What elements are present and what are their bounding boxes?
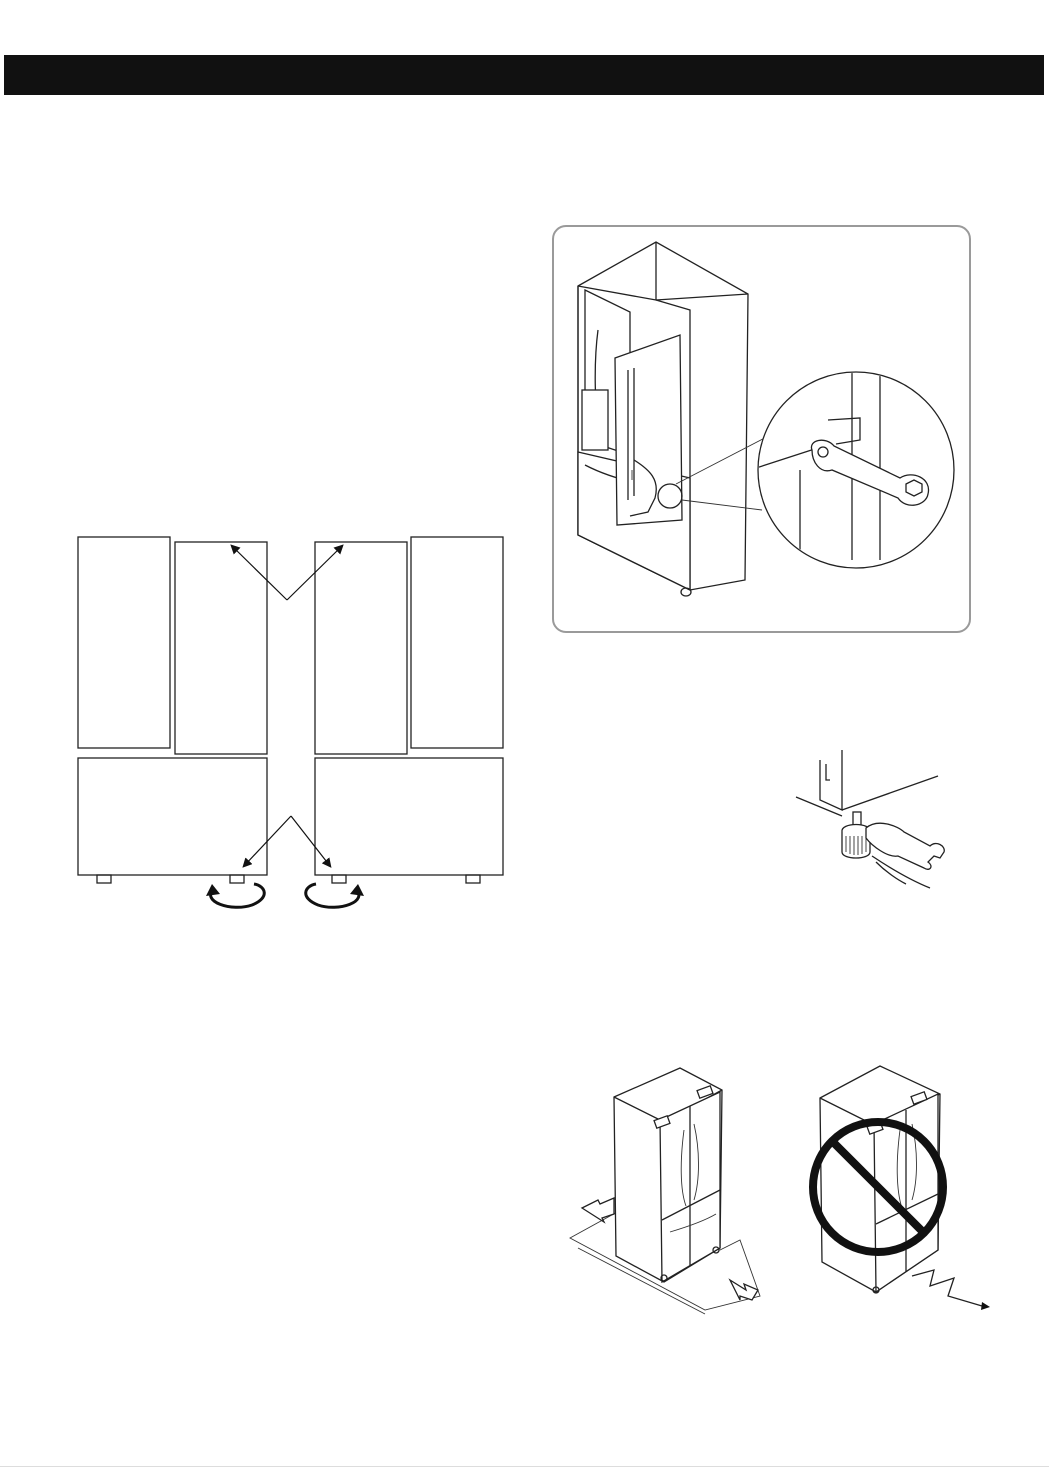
prohibited-move-illustration [800,1060,1000,1320]
move-arrow-icon [730,1280,758,1300]
bottom-rule [0,1466,1049,1467]
door-alignment-diagram [70,530,520,920]
wrench-leveling-illustration [556,229,968,629]
refrigerator-icon [578,242,748,596]
left-freezer-drawer [78,758,267,875]
right-door-fixed [411,537,503,748]
rotate-arrow-icon [306,884,364,907]
header-bar [4,55,1044,95]
leveling-foot-detail [790,748,950,898]
left-door-raised [175,542,267,754]
refrigerator-icon [820,1066,940,1293]
wrench-icon [866,823,944,869]
rotate-arrow-icon [206,884,264,907]
refrigerator-icon [614,1068,722,1282]
right-freezer-drawer [315,758,503,875]
move-arrow-icon [582,1198,614,1222]
right-door-raised [315,542,407,754]
correct-move-illustration [560,1060,780,1320]
left-door-fixed [78,537,170,748]
magnifier-callout [750,370,954,570]
